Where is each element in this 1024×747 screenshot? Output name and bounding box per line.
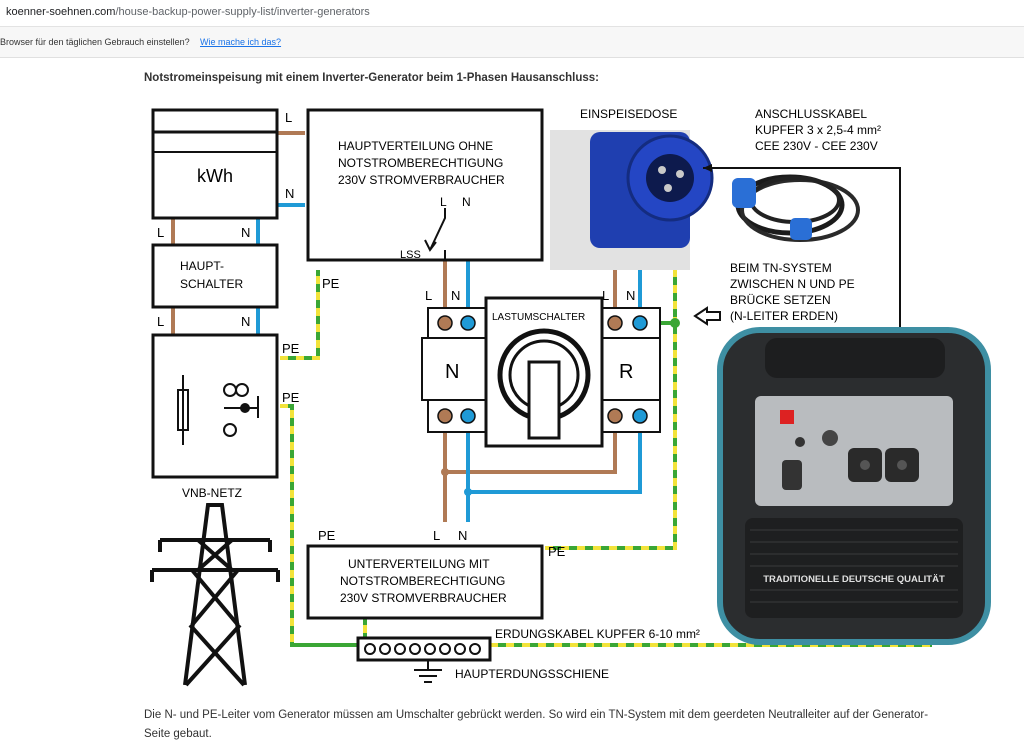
sub-dist-n-label: N — [458, 528, 467, 543]
main-earthing-bar: ERDUNGSKABEL KUPFER 6-10 mm² HAUPTERDUNG… — [356, 627, 700, 681]
main-dist-line3: 230V STROMVERBRAUCHER — [338, 173, 505, 187]
sub-dist-line1: UNTERVERTEILUNG MIT — [348, 557, 490, 571]
tn-line2: ZWISCHEN N UND PE — [730, 277, 855, 291]
main-dist-pe-label: PE — [322, 276, 340, 291]
transfer-switch: L N L N LASTUMSCHALTER N R — [421, 288, 661, 448]
sub-dist-line3: 230V STROMVERBRAUCHER — [340, 591, 507, 605]
grid-label: VNB-NETZ — [182, 486, 242, 500]
meter-n-label: N — [285, 186, 294, 201]
grid-pe-label-top: PE — [282, 341, 300, 356]
main-distribution-box: HAUPTVERTEILUNG OHNE NOTSTROMBERECHTIGUN… — [306, 108, 544, 262]
switch-l-bottom: L — [157, 314, 164, 329]
ground-symbol-icon — [414, 660, 442, 683]
energy-meter: kWh — [151, 108, 279, 220]
earth-cable-label: ERDUNGSKABEL KUPFER 6-10 mm² — [495, 627, 700, 641]
caption-line-2: Seite gebaut. — [144, 728, 212, 740]
ts-n-in-label: N — [451, 288, 460, 303]
l-junction — [441, 468, 449, 476]
meter-n-bottom: N — [241, 225, 250, 240]
main-switch-box: HAUPT- SCHALTER — [151, 243, 279, 309]
connection-cable-image: ANSCHLUSSKABEL KUPFER 3 x 2,5-4 mm² CEE … — [732, 107, 881, 242]
cable-route-arrowhead — [703, 164, 712, 172]
inverter-generator-image: TRADITIONELLE DEUTSCHE QUALITÄT — [717, 327, 991, 645]
caption-line-1: Die N- und PE-Leiter vom Generator müsse… — [144, 709, 929, 721]
infobar-message: Browser für den täglichen Gebrauch einst… — [0, 37, 190, 47]
pe-junction — [670, 318, 680, 328]
article-caption: Die N- und PE-Leiter vom Generator müsse… — [144, 706, 1004, 744]
main-switch-line2: SCHALTER — [180, 277, 243, 291]
earth-bar-label: HAUPTERDUNGSSCHIENE — [455, 667, 609, 681]
transfer-switch-label: LASTUMSCHALTER — [492, 312, 585, 323]
inlet-socket: EINSPEISEDOSE — [550, 107, 714, 270]
sub-distribution-box: L N PE PE UNTERVERTEILUNG MIT NOTSTROMBE… — [306, 528, 566, 620]
main-dist-line2: NOTSTROMBERECHTIGUNG — [338, 156, 503, 170]
infobar-help-link[interactable]: Wie mache ich das? — [200, 37, 282, 47]
sub-dist-pe-left: PE — [318, 528, 336, 543]
ts-l-gen-label: L — [602, 288, 609, 303]
n-junction — [464, 488, 472, 496]
cable-line1: ANSCHLUSSKABEL — [755, 107, 867, 121]
power-pylon-icon — [150, 503, 280, 687]
address-bar[interactable]: koenner-soehnen.com/house-backup-power-s… — [0, 0, 1024, 27]
url-domain: koenner-soehnen.com — [6, 6, 116, 18]
switch-n-bottom: N — [241, 314, 250, 329]
wiring-diagram: kWh L N L N HAUPT- SCHALTER L N PE PE PE… — [150, 107, 991, 687]
lss-label: LSS — [400, 249, 421, 261]
sub-dist-l-label: L — [433, 528, 440, 543]
main-switch-line1: HAUPT- — [180, 259, 224, 273]
url-path: /house-backup-power-supply-list/inverter… — [115, 6, 370, 18]
generator-brand: TRADITIONELLE DEUTSCHE QUALITÄT — [763, 574, 945, 585]
meter-l-bottom: L — [157, 225, 164, 240]
main-dist-n-label: N — [462, 195, 471, 209]
sub-dist-line2: NOTSTROMBERECHTIGUNG — [340, 574, 505, 588]
browser-infobar: Browser für den täglichen Gebrauch einst… — [0, 27, 1024, 58]
url-text[interactable]: koenner-soehnen.com/house-backup-power-s… — [6, 6, 370, 18]
tn-line3: BRÜCKE SETZEN — [730, 293, 831, 307]
grid-pe-label-bottom: PE — [282, 390, 300, 405]
main-dist-line1: HAUPTVERTEILUNG OHNE — [338, 139, 493, 153]
switch-pos-r: R — [619, 361, 633, 383]
switch-pos-n: N — [445, 361, 459, 383]
ts-l-in-label: L — [425, 288, 432, 303]
ts-n-gen-label: N — [626, 288, 635, 303]
meter-l-label: L — [285, 110, 292, 125]
tn-line1: BEIM TN-SYSTEM — [730, 261, 832, 275]
tn-line4: (N-LEITER ERDEN) — [730, 309, 838, 323]
tn-note: BEIM TN-SYSTEM ZWISCHEN N UND PE BRÜCKE … — [730, 261, 855, 323]
hollow-left-arrow-icon — [693, 306, 721, 326]
cable-line3: CEE 230V - CEE 230V — [755, 139, 878, 153]
article-heading: Notstromeinspeisung mit einem Inverter-G… — [144, 72, 600, 84]
meter-label: kWh — [197, 166, 233, 186]
main-dist-l-label: L — [440, 195, 447, 209]
sub-dist-pe-right: PE — [548, 544, 566, 559]
cable-line2: KUPFER 3 x 2,5-4 mm² — [755, 123, 881, 137]
inlet-label: EINSPEISEDOSE — [580, 107, 677, 121]
grid-connection-box — [151, 333, 279, 479]
